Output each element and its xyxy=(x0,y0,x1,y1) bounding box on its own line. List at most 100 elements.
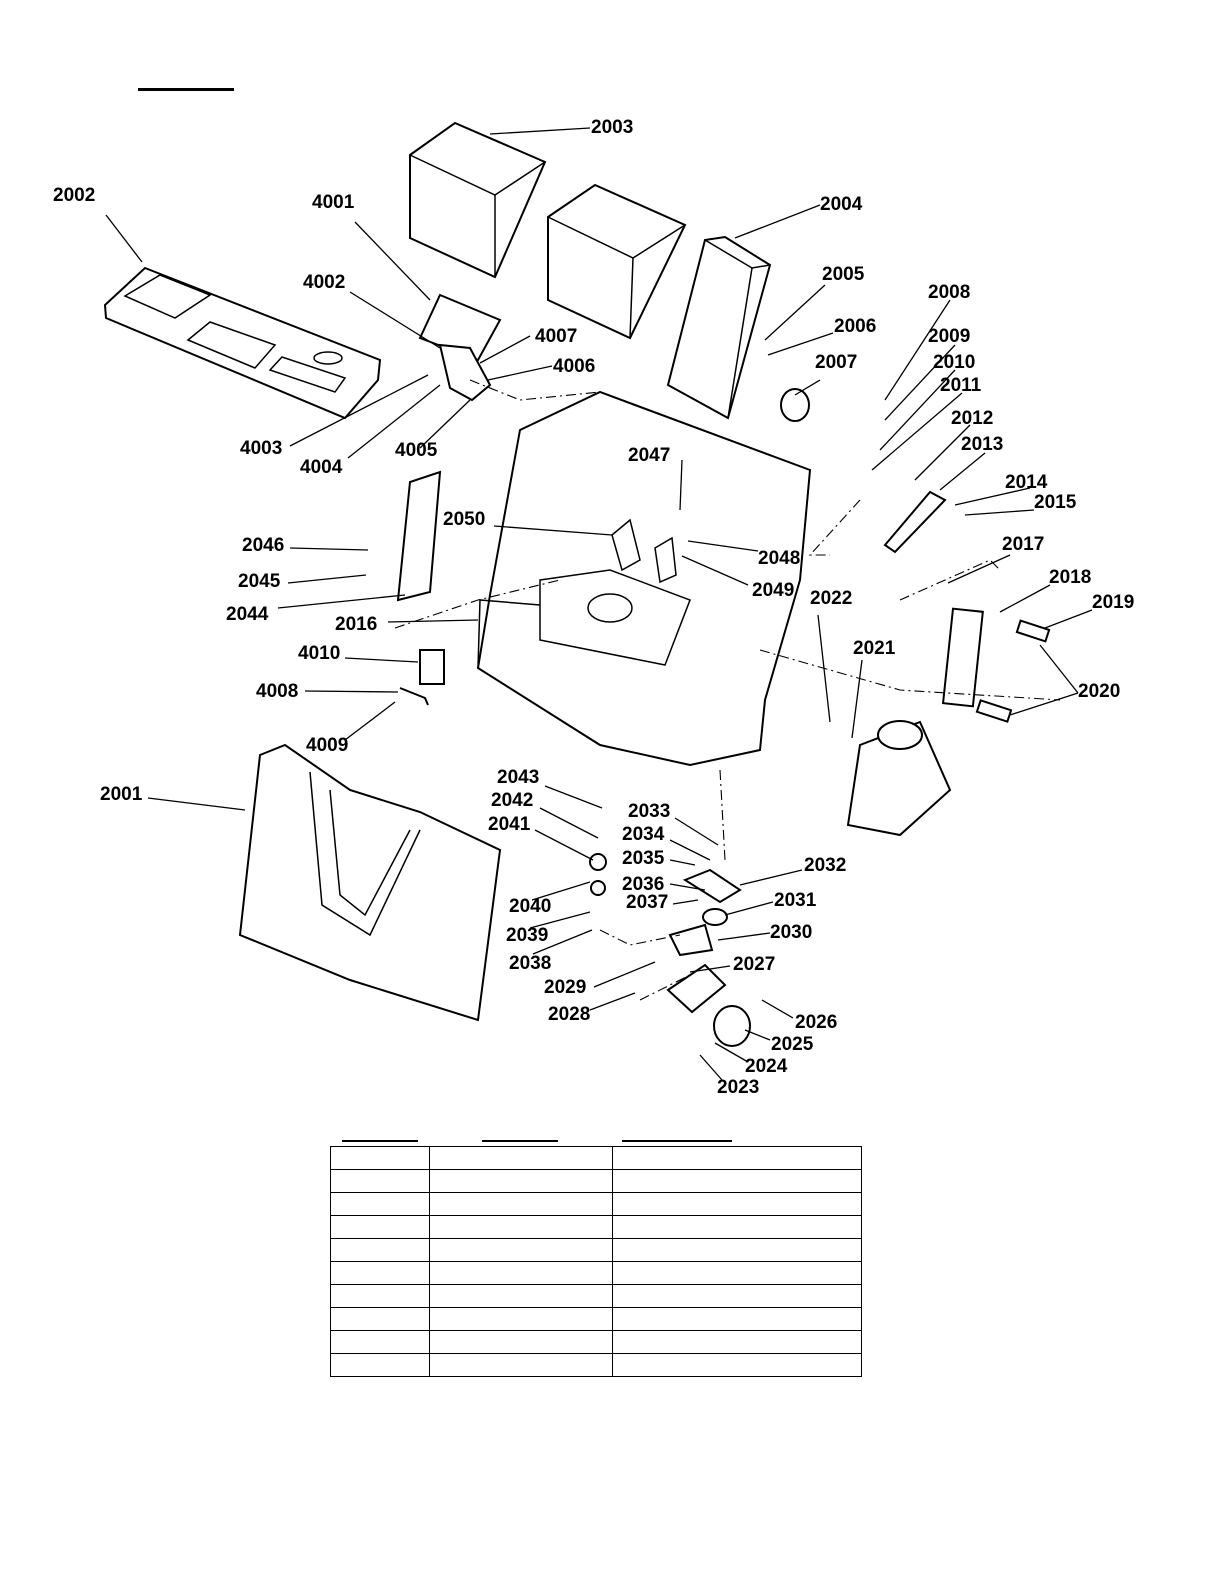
parts-table-body xyxy=(330,1146,862,1377)
callout-2039: 2039 xyxy=(506,925,548,946)
column-header-underline xyxy=(342,1140,418,1142)
table-cell xyxy=(330,1307,430,1331)
table-cell xyxy=(612,1353,862,1377)
table-row xyxy=(330,1284,862,1308)
table-cell xyxy=(429,1307,613,1331)
callout-2043: 2043 xyxy=(497,767,539,788)
table-cell xyxy=(612,1146,862,1170)
callout-2028: 2028 xyxy=(548,1004,590,1025)
callout-labels: 2003 2002 2004 4001 2005 2008 4002 2006 … xyxy=(53,117,1134,1098)
callout-2001: 2001 xyxy=(100,784,143,805)
callout-2042: 2042 xyxy=(491,790,533,811)
table-row xyxy=(330,1353,862,1377)
callout-4005: 4005 xyxy=(395,440,438,461)
callout-2011: 2011 xyxy=(940,375,982,396)
callout-2002: 2002 xyxy=(53,185,95,206)
callout-2006: 2006 xyxy=(834,316,876,337)
pin-2019 xyxy=(1015,619,1051,643)
table-cell xyxy=(612,1192,862,1216)
table-cell xyxy=(429,1169,613,1193)
callout-2050: 2050 xyxy=(443,509,485,530)
table-row xyxy=(330,1261,862,1285)
table-cell xyxy=(429,1192,613,1216)
switch-4010 xyxy=(419,649,445,685)
table-cell xyxy=(612,1261,862,1285)
callout-4004: 4004 xyxy=(300,457,343,478)
table-cell xyxy=(330,1215,430,1239)
table-cell xyxy=(330,1192,430,1216)
table-cell xyxy=(330,1238,430,1262)
callout-2033: 2033 xyxy=(628,801,670,822)
callout-2018: 2018 xyxy=(1049,567,1091,588)
callout-2049: 2049 xyxy=(752,580,794,601)
callout-2038: 2038 xyxy=(509,953,551,974)
battery-2003 xyxy=(409,121,547,279)
callout-2036: 2036 xyxy=(622,874,664,895)
callout-4007: 4007 xyxy=(535,326,577,347)
callout-4006: 4006 xyxy=(553,356,595,377)
callout-2027: 2027 xyxy=(733,954,775,975)
table-cell xyxy=(429,1215,613,1239)
table-row xyxy=(330,1330,862,1354)
callout-2026: 2026 xyxy=(795,1012,837,1033)
mount-bracket-4001 xyxy=(418,293,502,402)
callout-2025: 2025 xyxy=(771,1034,814,1055)
callout-2008: 2008 xyxy=(928,282,970,303)
callout-4003: 4003 xyxy=(240,438,282,459)
column-header-underline xyxy=(482,1140,558,1142)
caster-assembly xyxy=(589,853,751,1047)
callout-2048: 2048 xyxy=(758,548,800,569)
callout-2015: 2015 xyxy=(1034,492,1077,513)
table-cell xyxy=(612,1238,862,1262)
column-header-underline xyxy=(622,1140,732,1142)
table-row xyxy=(330,1307,862,1331)
table-cell xyxy=(429,1238,613,1262)
callout-4002: 4002 xyxy=(303,272,345,293)
table-cell xyxy=(612,1307,862,1331)
callout-4001: 4001 xyxy=(312,192,355,213)
pump-motor xyxy=(846,720,952,837)
callout-2020: 2020 xyxy=(1078,681,1120,702)
callout-4010: 4010 xyxy=(298,643,340,664)
table-row xyxy=(330,1169,862,1193)
leader-lines xyxy=(105,127,1093,1081)
callout-2032: 2032 xyxy=(804,855,846,876)
table-cell xyxy=(330,1284,430,1308)
callout-2030: 2030 xyxy=(770,922,812,943)
callout-2017: 2017 xyxy=(1002,534,1044,555)
table-cell xyxy=(330,1146,430,1170)
callout-2029: 2029 xyxy=(544,977,586,998)
callout-2037: 2037 xyxy=(626,892,668,913)
callout-2016: 2016 xyxy=(335,614,377,635)
callout-2004: 2004 xyxy=(820,194,863,215)
callout-2041: 2041 xyxy=(488,814,531,835)
callout-2012: 2012 xyxy=(951,408,993,429)
table-cell xyxy=(330,1169,430,1193)
table-cell xyxy=(330,1261,430,1285)
exploded-view-diagram: 2003 2002 2004 4001 2005 2008 4002 2006 … xyxy=(53,117,1134,1098)
assembly-line xyxy=(639,974,691,1001)
callout-4008: 4008 xyxy=(256,681,298,702)
table-cell xyxy=(429,1330,613,1354)
front-cover xyxy=(238,743,502,1022)
table-row xyxy=(330,1238,862,1262)
assembly-line xyxy=(394,579,561,629)
callout-2031: 2031 xyxy=(774,890,817,911)
callout-2021: 2021 xyxy=(853,638,896,659)
bracket-4008 xyxy=(399,687,429,706)
callout-2047: 2047 xyxy=(628,445,670,466)
callout-2005: 2005 xyxy=(822,264,865,285)
callout-2013: 2013 xyxy=(961,434,1003,455)
callout-2034: 2034 xyxy=(622,824,665,845)
cap-2007 xyxy=(780,388,810,422)
handle-2013 xyxy=(883,490,947,554)
table-row xyxy=(330,1192,862,1216)
table-cell xyxy=(330,1353,430,1377)
callout-4009: 4009 xyxy=(306,735,348,756)
callout-2019: 2019 xyxy=(1092,592,1134,613)
table-cell xyxy=(429,1146,613,1170)
assembly-line xyxy=(719,769,726,861)
table-cell xyxy=(330,1330,430,1354)
charger-unit xyxy=(666,235,772,420)
